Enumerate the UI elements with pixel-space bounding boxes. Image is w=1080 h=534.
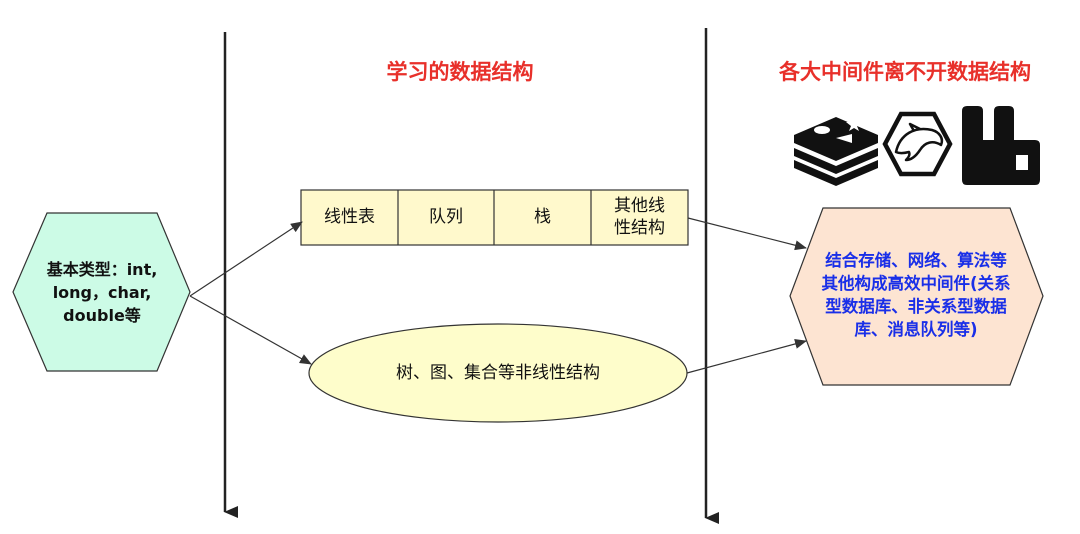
middleware-line-4: 库、消息队列等) — [854, 320, 978, 339]
arrow-nonlinear-to-middleware — [686, 339, 807, 374]
basic-types-hexagon — [12, 212, 191, 372]
linear-cell-3: 栈 — [494, 206, 591, 228]
basic-types-label: 基本类型：int, long，char, double等 — [18, 258, 186, 327]
basic-types-line-1: 基本类型：int, — [46, 260, 158, 279]
rabbitmq-icon — [962, 106, 1040, 185]
arrow-to-nonlinear — [189, 295, 312, 365]
linear-structures-table — [300, 189, 689, 246]
linear-cell-4-text-1: 其他线 — [614, 196, 665, 216]
middleware-hexagon — [789, 207, 1044, 386]
middleware-line-2: 其他构成高效中间件(关系 — [821, 274, 1011, 293]
middleware-line-1: 结合存储、网络、算法等 — [825, 251, 1007, 270]
linear-cell-4: 其他线 性结构 — [591, 195, 688, 239]
mysql-dolphin-icon — [882, 111, 953, 177]
linear-cell-2-text: 队列 — [429, 207, 463, 227]
linear-cell-1: 线性表 — [301, 206, 398, 228]
linear-cell-3-text: 栈 — [534, 207, 551, 227]
linear-cell-4-text-2: 性结构 — [614, 218, 665, 238]
linear-cell-2: 队列 — [398, 206, 494, 228]
redis-icon — [794, 117, 878, 186]
middle-heading: 学习的数据结构 — [386, 60, 534, 84]
right-heading: 各大中间件离不开数据结构 — [779, 60, 1031, 84]
middleware-line-3: 型数据库、非关系型数据 — [825, 297, 1007, 316]
arrow-to-linear — [189, 221, 303, 297]
basic-types-line-2: long，char, — [52, 283, 152, 302]
nonlinear-label: 树、图、集合等非线性结构 — [396, 363, 600, 383]
linear-cell-1-text: 线性表 — [324, 207, 375, 227]
basic-types-line-3: double等 — [63, 306, 141, 325]
arrow-linear-to-middleware — [687, 217, 807, 251]
middleware-label: 结合存储、网络、算法等 其他构成高效中间件(关系 型数据库、非关系型数据 库、消… — [796, 249, 1036, 341]
